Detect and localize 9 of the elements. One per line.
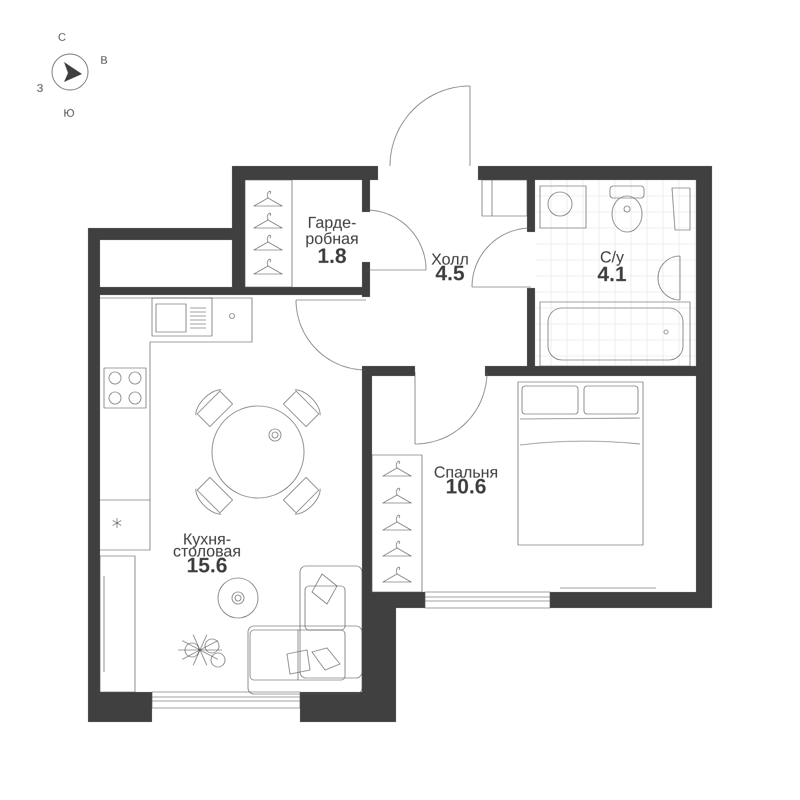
room-label: Спальня 10.6 bbox=[434, 466, 498, 494]
room-label: С/у 4.1 bbox=[598, 250, 626, 282]
compass-letter: Ю bbox=[64, 109, 74, 117]
room-label: Холл 4.5 bbox=[432, 254, 468, 280]
compass-letter: З bbox=[37, 84, 43, 92]
compass-letter: С bbox=[58, 33, 66, 41]
compass-letter: В bbox=[101, 56, 108, 64]
room-label: Кухня-столовая 15.6 bbox=[174, 533, 240, 572]
room-label: Гарде-робная 1.8 bbox=[306, 216, 358, 264]
